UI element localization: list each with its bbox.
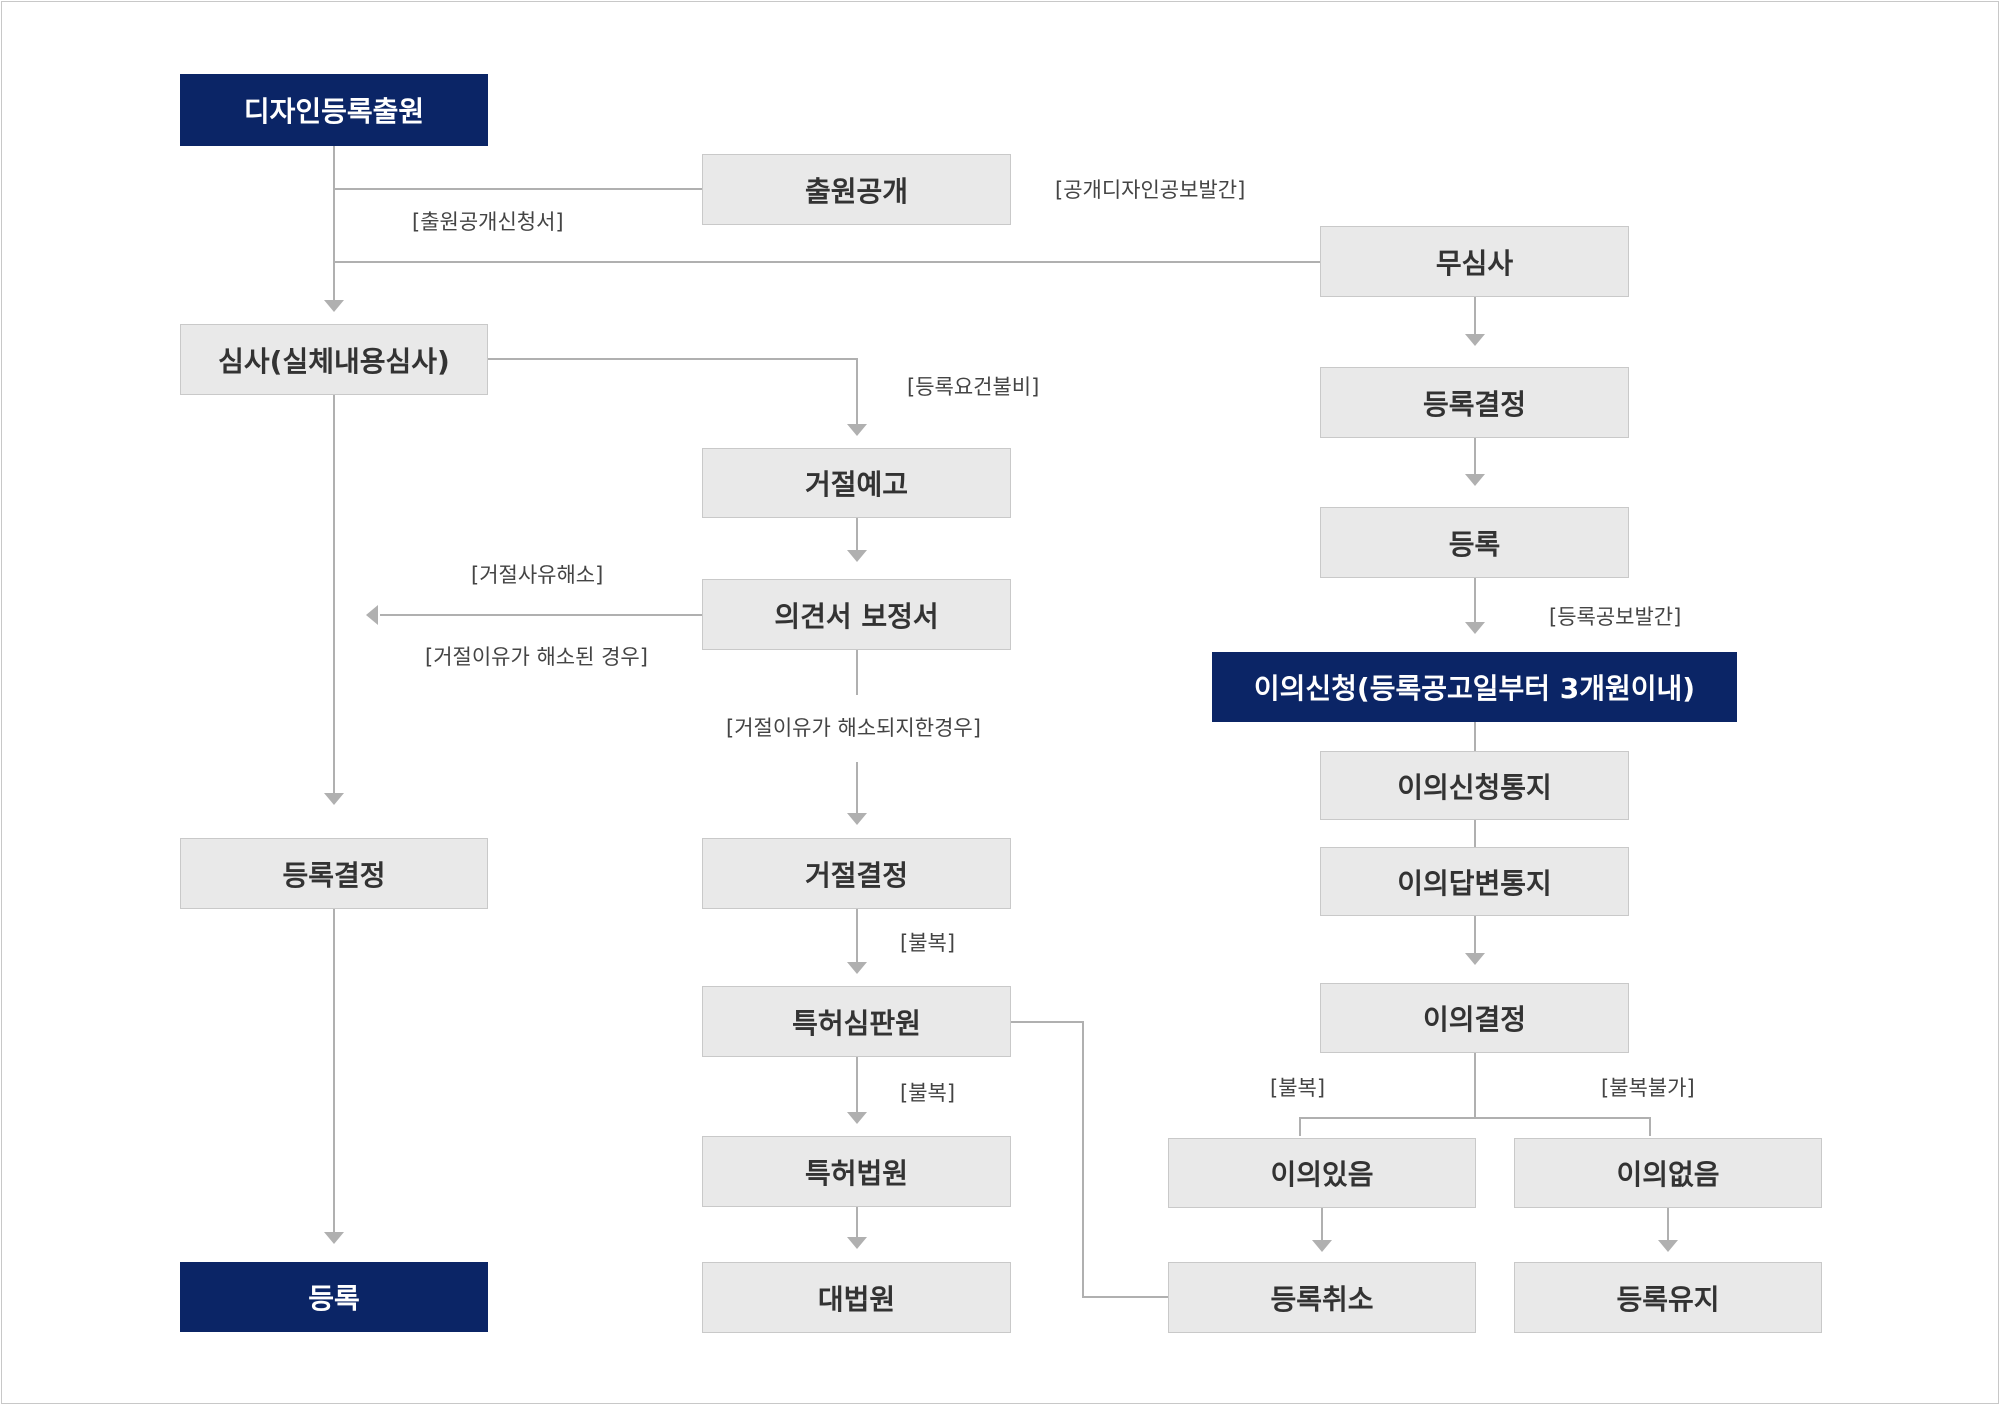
label-appeal-3: [불복] <box>1270 1076 1326 1100</box>
arrowhead-to-registration-decision-left <box>324 793 344 805</box>
box-opposition-reply-notice: 이의답변통지 <box>1320 847 1629 916</box>
box-opposition-decision: 이의결정 <box>1320 983 1629 1053</box>
box-opposition-dismissed: 이의없음 <box>1514 1138 1822 1208</box>
box-application-publication: 출원공개 <box>702 154 1011 225</box>
arrowhead-to-court <box>847 1112 867 1124</box>
label-public-design-gazette: [공개디자인공보발간] <box>1055 178 1246 202</box>
arrowhead-to-opposition-decision <box>1465 953 1485 965</box>
label-rejection-reason-resolved: [거절사유해소] <box>471 563 604 587</box>
connector-tribunal-to-cancel <box>1011 1021 1168 1298</box>
label-rejection-not-resolved-case: [거절이유가 해소되지한경우] <box>726 716 981 740</box>
arrowhead-to-opposition <box>1465 622 1485 634</box>
box-registration-cancel: 등록취소 <box>1168 1262 1476 1333</box>
box-rejection-notice: 거절예고 <box>702 448 1011 518</box>
label-rejection-reason-resolved-case: [거절이유가 해소된 경우] <box>425 645 648 669</box>
box-registration-decision-left: 등록결정 <box>180 838 488 909</box>
label-appeal-1: [불복] <box>900 931 956 955</box>
arrowhead-to-maintain <box>1658 1240 1678 1252</box>
arrowhead-to-rejection-notice <box>847 424 867 436</box>
box-examination: 심사(실체내용심사) <box>180 324 488 395</box>
arrowhead-to-examination <box>324 300 344 312</box>
arrowhead-to-cancel <box>1312 1240 1332 1252</box>
arrowhead-to-tribunal <box>847 962 867 974</box>
box-rejection-decision: 거절결정 <box>702 838 1011 909</box>
arrowhead-to-supreme <box>847 1237 867 1249</box>
label-requirements-not-met: [등록요건불비] <box>907 375 1040 399</box>
arrowhead-to-rejection-decision <box>847 813 867 825</box>
box-patent-court: 특허법원 <box>702 1136 1011 1207</box>
box-patent-tribunal: 특허심판원 <box>702 986 1011 1057</box>
box-opposition-filing: 이의신청(등록공고일부터 3개원이내) <box>1212 652 1737 722</box>
box-no-examination: 무심사 <box>1320 226 1629 297</box>
label-registration-gazette: [등록공보발간] <box>1549 605 1682 629</box>
label-appeal-not-allowed: [불복불가] <box>1601 1076 1695 1100</box>
connector-split-horizontal <box>1299 1117 1651 1136</box>
box-opinion-amendment: 의견서 보정서 <box>702 579 1011 650</box>
box-opposition-sustained: 이의있음 <box>1168 1138 1476 1208</box>
box-registration-maintain: 등록유지 <box>1514 1262 1822 1333</box>
arrowhead-to-decision-right <box>1465 334 1485 346</box>
arrowhead-to-registration-right <box>1465 474 1485 486</box>
label-publication-request: [출원공개신청서] <box>412 210 564 234</box>
connector-examination-to-rejection-notice <box>488 358 858 433</box>
box-supreme-court: 대법원 <box>702 1262 1011 1333</box>
box-registration-decision-right: 등록결정 <box>1320 367 1629 438</box>
box-design-application: 디자인등록출원 <box>180 74 488 146</box>
box-opposition-notice: 이의신청통지 <box>1320 751 1629 820</box>
box-registration-right: 등록 <box>1320 507 1629 578</box>
arrowhead-to-opinion <box>847 550 867 562</box>
arrowhead-to-left <box>366 605 378 625</box>
label-appeal-2: [불복] <box>900 1081 956 1105</box>
box-registration-left: 등록 <box>180 1262 488 1332</box>
arrowhead-to-registration-left <box>324 1232 344 1244</box>
